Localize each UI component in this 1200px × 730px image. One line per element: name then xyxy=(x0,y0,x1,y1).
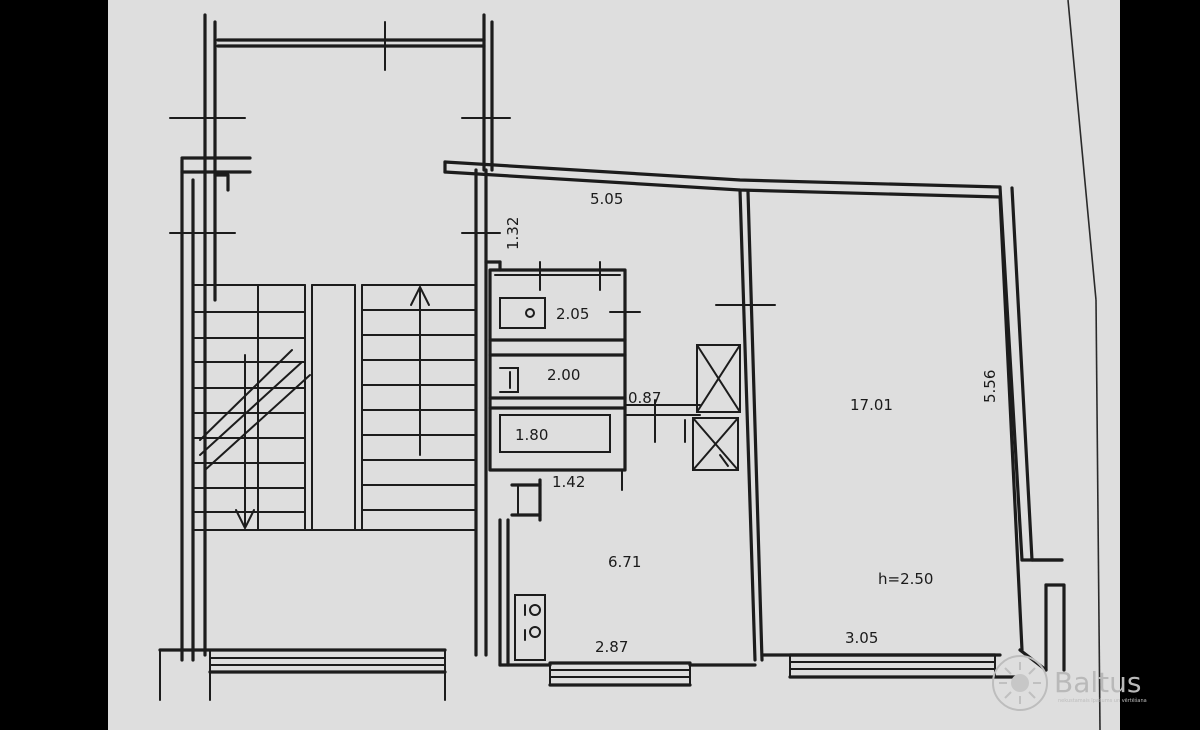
stair-flight-left xyxy=(192,284,306,531)
label-ceiling-height: h=2.50 xyxy=(878,570,933,588)
stair-break-lines xyxy=(199,349,311,471)
watermark-tagline: nekustamais īpašums un vērtēšana xyxy=(1058,697,1147,704)
label-kitchen-width: 2.87 xyxy=(595,638,628,656)
stairwell xyxy=(158,13,511,701)
label-area-room: 17.01 xyxy=(850,396,893,414)
watermark: Baltus nekustamais īpašums un vērtēšana xyxy=(992,655,1147,711)
label-top-length: 5.05 xyxy=(590,190,623,208)
label-area-kitchen: 6.71 xyxy=(608,553,641,571)
stair-arrow-up xyxy=(410,284,430,456)
kitchen-window xyxy=(548,661,692,687)
stair-arrow-down xyxy=(235,354,255,531)
label-area-bathroom: 1.80 xyxy=(515,426,548,444)
stair-well-center xyxy=(304,284,363,531)
sun-logo-icon xyxy=(992,655,1048,711)
paper-edge-lines xyxy=(1067,0,1101,730)
plan-labels: 5.05 1.32 2.05 2.00 1.80 0.87 1.42 6.71 … xyxy=(504,190,999,656)
sanitary-block xyxy=(488,261,701,491)
room-window xyxy=(788,648,1048,679)
label-area-washroom: 2.00 xyxy=(547,366,580,384)
watermark-brand: Baltus xyxy=(1054,666,1141,699)
label-area-toilet: 2.05 xyxy=(556,305,589,323)
hall-fixtures xyxy=(510,478,542,522)
kitchen-stove xyxy=(514,594,546,661)
stairwell-window xyxy=(158,648,447,701)
ventilation-shafts xyxy=(692,344,741,471)
apartment-walls xyxy=(443,160,1066,672)
label-hall-width: 1.42 xyxy=(552,473,585,491)
label-vertical-left: 1.32 xyxy=(504,217,522,250)
label-room-depth: 5.56 xyxy=(981,370,999,403)
label-room-width: 3.05 xyxy=(845,629,878,647)
label-door-width: 0.87 xyxy=(628,389,661,407)
